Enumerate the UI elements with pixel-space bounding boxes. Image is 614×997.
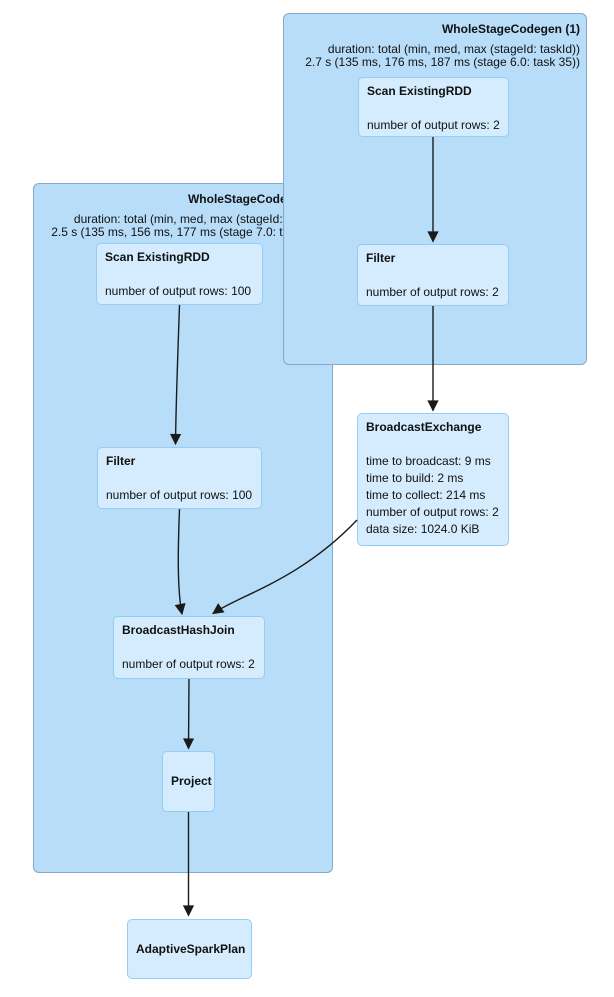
node-metric: number of output rows: 2 xyxy=(122,657,255,671)
node-title: Scan ExistingRDD xyxy=(367,84,472,98)
node-adaptivesparkplan[interactable]: AdaptiveSparkPlan xyxy=(127,919,252,979)
node-metric: number of output rows: 100 xyxy=(105,284,252,298)
node-title: BroadcastExchange xyxy=(366,420,482,434)
cluster-title: WholeStageCodegen (1) xyxy=(441,22,580,36)
node-scan-existingrdd-2[interactable]: Scan ExistingRDD number of output rows: … xyxy=(96,243,263,305)
node-filter-2[interactable]: Filter number of output rows: 100 xyxy=(97,447,262,509)
cluster-duration-label: duration: total (min, med, max (stageId:… xyxy=(327,42,580,56)
node-filter-1[interactable]: Filter number of output rows: 2 xyxy=(357,244,509,306)
node-title: AdaptiveSparkPlan xyxy=(136,941,246,956)
node-metric: time to collect: 214 ms xyxy=(366,488,486,502)
cluster-wholestagecodegen-1[interactable]: WholeStageCodegen (1) duration: total (m… xyxy=(283,13,587,365)
node-title: Project xyxy=(171,774,212,788)
node-broadcasthashjoin[interactable]: BroadcastHashJoin number of output rows:… xyxy=(113,616,265,679)
node-project[interactable]: Project xyxy=(162,751,215,812)
node-metric: number of output rows: 2 xyxy=(366,505,499,519)
node-metric: data size: 1024.0 KiB xyxy=(366,522,480,536)
node-broadcastexchange[interactable]: BroadcastExchange time to broadcast: 9 m… xyxy=(357,413,509,546)
node-metric: number of output rows: 2 xyxy=(366,285,499,299)
node-title: Filter xyxy=(366,251,396,265)
node-title: Scan ExistingRDD xyxy=(105,250,210,264)
node-scan-existingrdd-1[interactable]: Scan ExistingRDD number of output rows: … xyxy=(358,77,509,137)
node-metric: time to broadcast: 9 ms xyxy=(366,454,491,468)
node-title: Filter xyxy=(106,454,136,468)
cluster-duration-value: 2.5 s (135 ms, 156 ms, 177 ms (stage 7.0… xyxy=(51,224,326,239)
node-metric: number of output rows: 2 xyxy=(367,118,500,132)
cluster-duration-value: 2.7 s (135 ms, 176 ms, 187 ms (stage 6.0… xyxy=(305,54,580,69)
cluster-duration-label: duration: total (min, med, max (stageId:… xyxy=(73,212,326,226)
node-metric: number of output rows: 100 xyxy=(106,488,253,502)
node-metric: time to build: 2 ms xyxy=(366,471,464,485)
node-title: BroadcastHashJoin xyxy=(122,623,235,637)
